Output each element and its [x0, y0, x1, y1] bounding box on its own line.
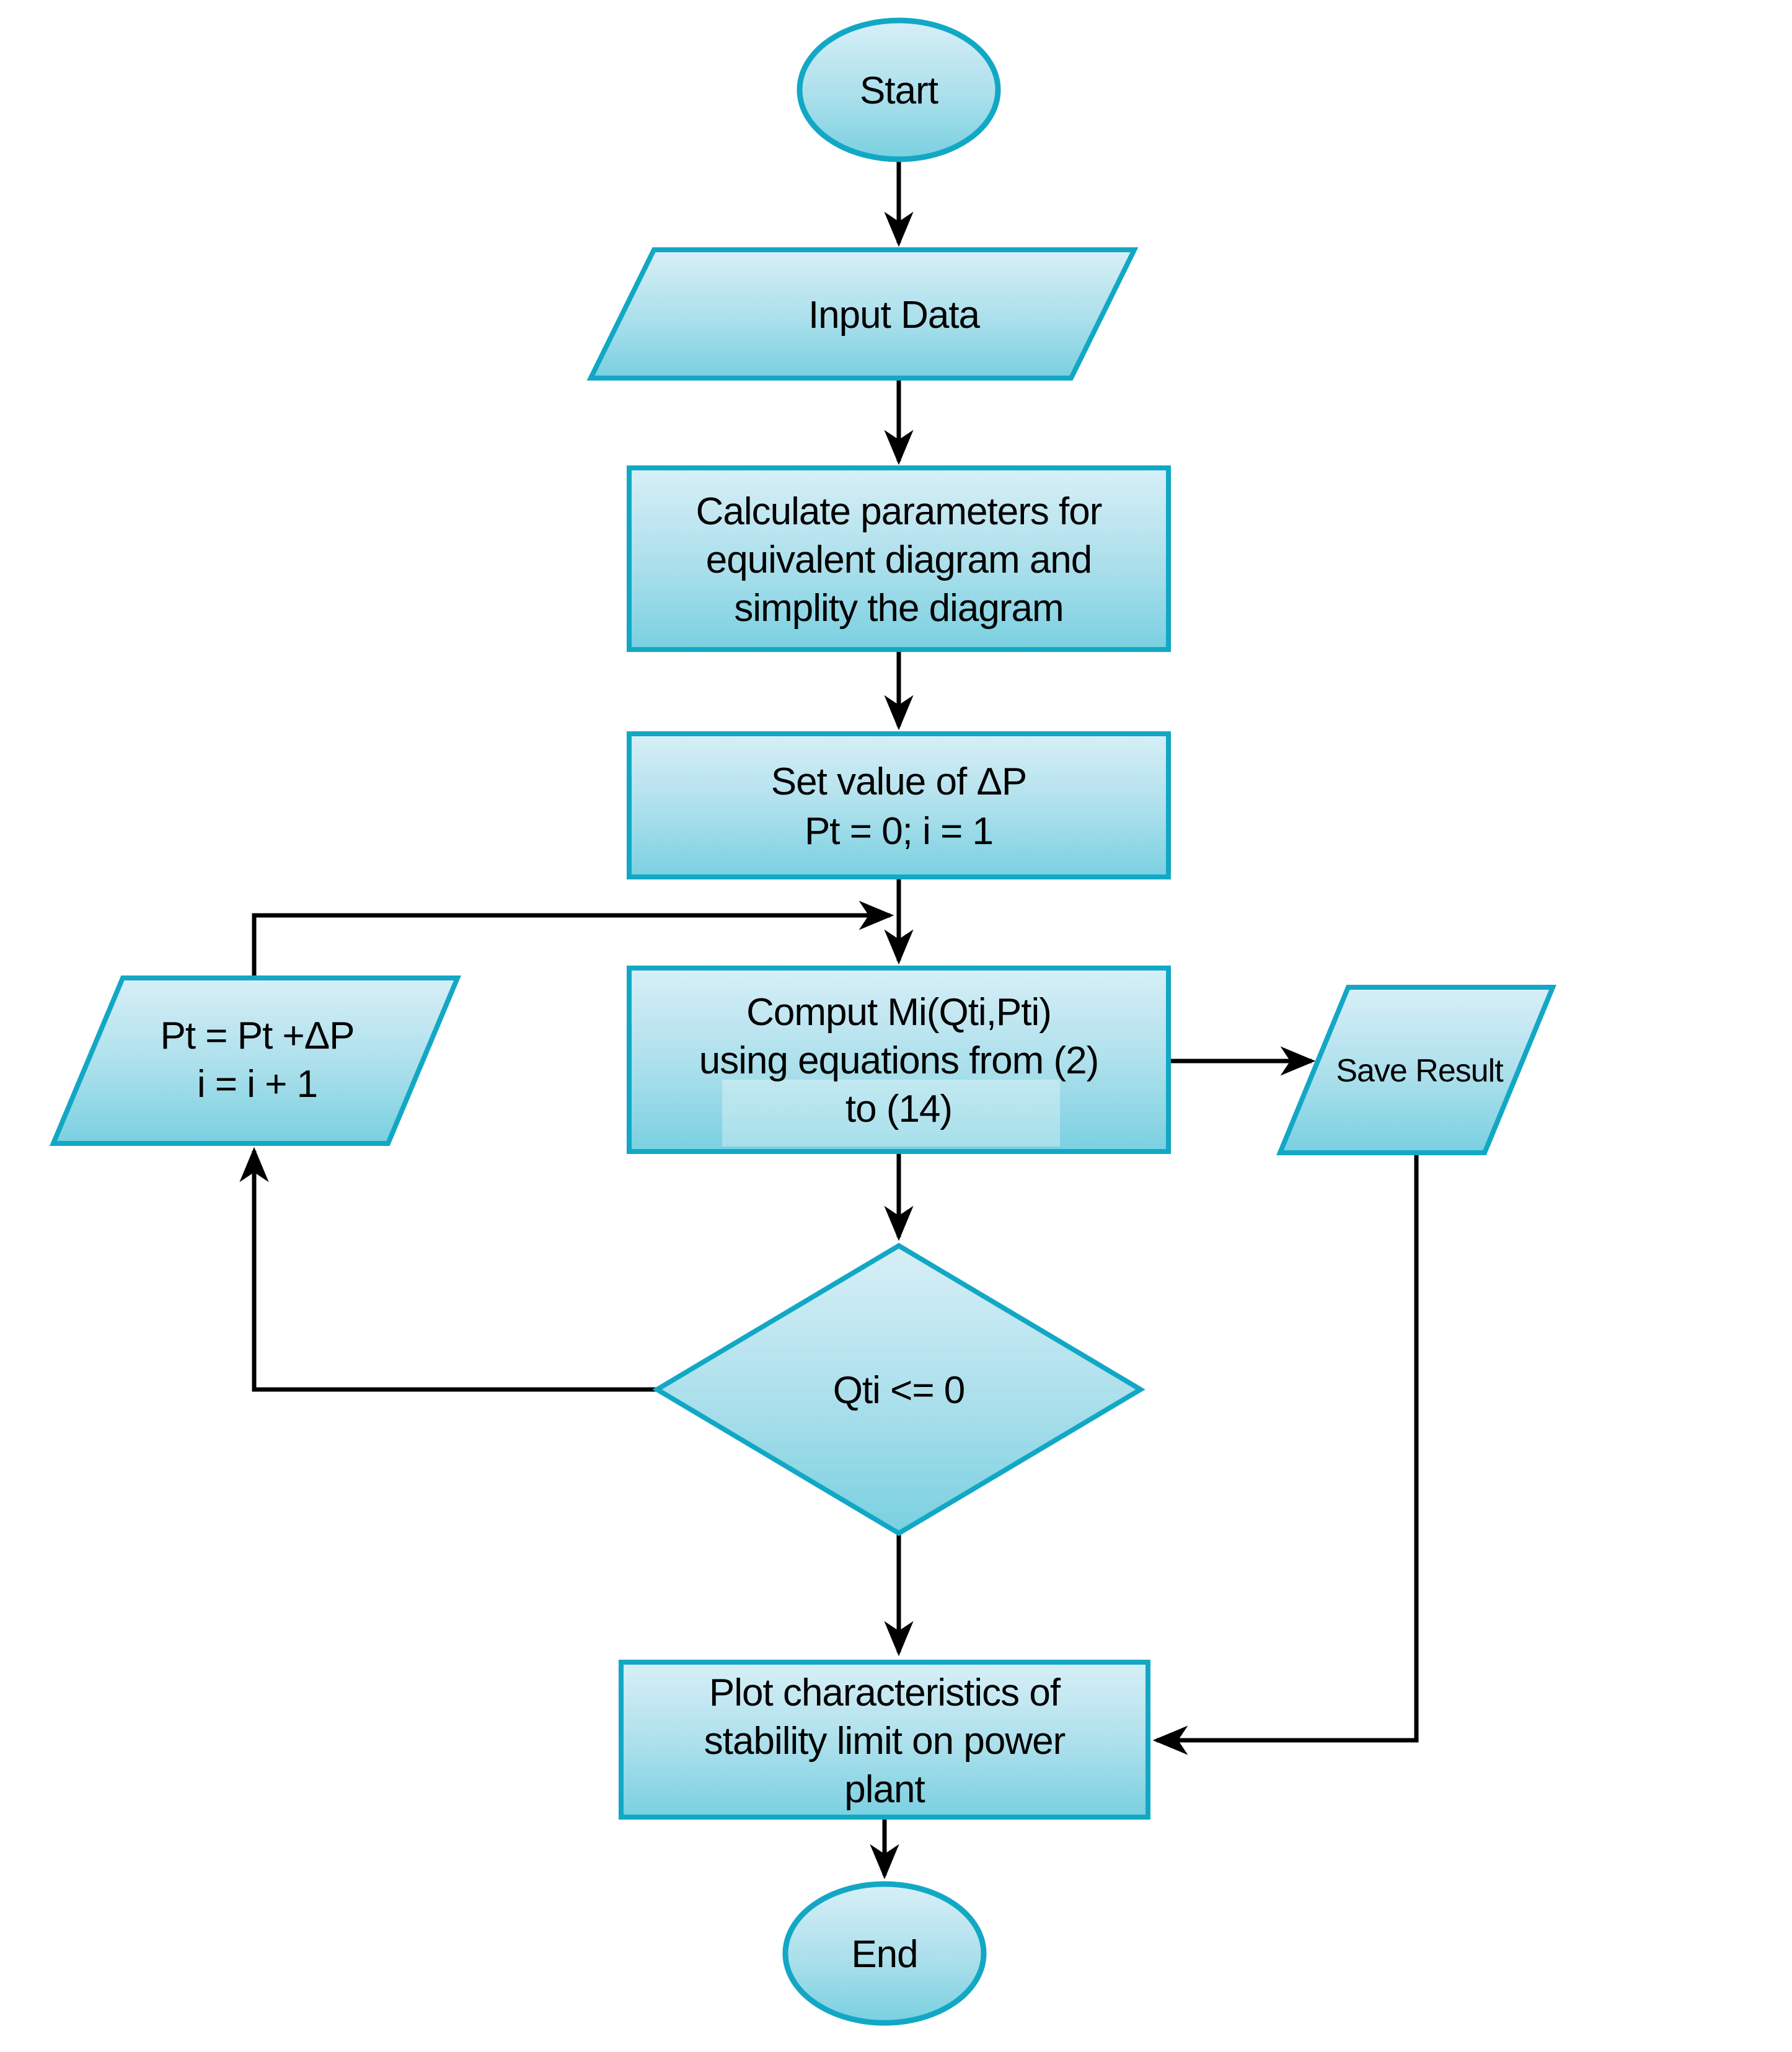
node-plot-label-line-2: stability limit on power: [704, 1720, 1066, 1763]
node-start-label: Start: [860, 69, 938, 112]
node-decision: [652, 1243, 1145, 1536]
edge-increment-compute: [252, 901, 894, 978]
node-calculate-label-line-2: equivalent diagram and: [706, 539, 1092, 581]
node-calculate-label-line-3: simplity the diagram: [734, 587, 1063, 630]
node-plot: [619, 1660, 1150, 1820]
node-plot-label-line-3: plant: [844, 1768, 925, 1811]
node-end-label: End: [851, 1933, 917, 1976]
node-compute-label-line-3: to (14): [845, 1088, 952, 1130]
node-set-value-label-line-1: Set value of ΔP: [771, 760, 1026, 803]
node-increment-label-line-1: Pt = Pt +ΔP: [160, 1015, 354, 1057]
node-calculate-label-line-1: Calculate parameters for: [696, 490, 1102, 533]
node-compute-highlight-patch: [722, 1080, 1060, 1147]
edge-save-plot: [1152, 1153, 1419, 1755]
node-calculate: [627, 465, 1171, 652]
node-input-data-label: Input Data: [808, 294, 981, 337]
node-compute-label-line-2: using equations from (2): [699, 1039, 1099, 1082]
node-plot-label-line-1: Plot characteristics of: [709, 1671, 1061, 1714]
node-input-data: [586, 247, 1139, 381]
node-increment: [49, 975, 462, 1146]
node-set-value: [627, 731, 1171, 879]
node-save-result: [1276, 985, 1556, 1155]
node-set-value-label-line-2: Pt = 0; i = 1: [805, 810, 993, 853]
edge-decision-increment: [239, 1147, 657, 1392]
node-save-result-label: Save Result: [1336, 1053, 1504, 1089]
node-decision-label: Qti <= 0: [833, 1369, 965, 1412]
node-increment-label-line-2: i = i + 1: [197, 1063, 317, 1106]
node-end: [782, 1881, 987, 2026]
node-compute: [627, 966, 1171, 1154]
node-start: [797, 17, 1001, 162]
node-compute-label-line-1: Comput Mi(Qti,Pti): [746, 991, 1051, 1034]
